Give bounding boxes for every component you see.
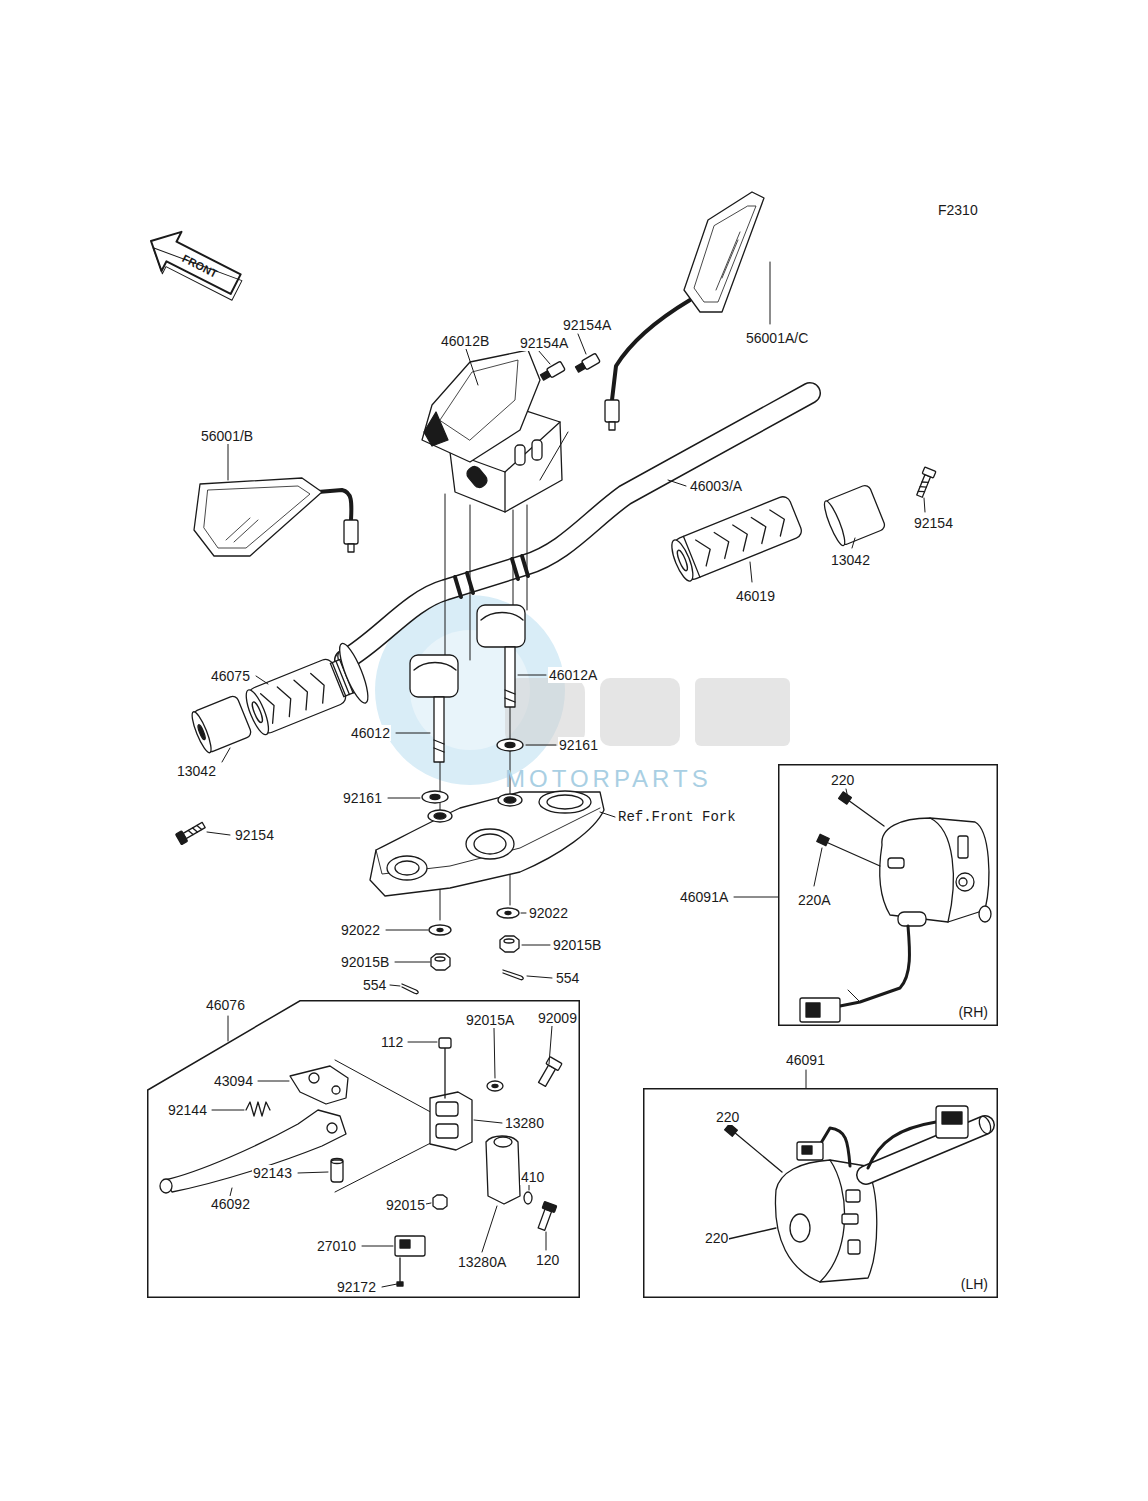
frame-border: [779, 765, 998, 1026]
fasteners: [402, 908, 523, 994]
steering-stem-clamp: [370, 791, 604, 896]
callout-number: 554: [555, 970, 580, 986]
callout-number: 46019: [735, 588, 776, 604]
callout-number: 92022: [528, 905, 569, 921]
callout-number: 92161: [558, 737, 599, 753]
callout-number: 46076: [206, 997, 245, 1013]
callout-number: 46091: [786, 1052, 825, 1068]
callout-number: 13042: [176, 763, 217, 779]
callout-number: 92154A: [562, 317, 612, 333]
frame-outline: [147, 1000, 580, 1298]
callout-number: 220: [715, 1109, 740, 1125]
watermark: MOTORPARTS: [505, 765, 712, 793]
callout-number: 92172: [336, 1279, 377, 1295]
watermark-logo: [375, 595, 790, 785]
callout-number: 120: [535, 1252, 560, 1268]
reference-note: Ref.Front Fork: [618, 809, 736, 825]
callout-number: 46092: [210, 1196, 251, 1212]
callout-number: 46012A: [548, 667, 598, 683]
leader-lines: [207, 262, 925, 1287]
callout-number: 92015B: [552, 937, 602, 953]
callout-number: 410: [520, 1169, 545, 1185]
lower-clamp: [410, 605, 525, 762]
callout-number: 92009: [537, 1010, 578, 1026]
callout-number: 46012B: [440, 333, 490, 349]
callout-number: 46091A: [680, 889, 728, 905]
screw: [914, 467, 936, 498]
switch-housing-left: [713, 1106, 993, 1282]
callout-number: 92015B: [340, 954, 390, 970]
callout-number: 92154A: [519, 335, 569, 351]
callout-number: 56001/B: [200, 428, 254, 444]
callout-number: 92015A: [465, 1012, 515, 1028]
assembly-frame: 46091(LH): [643, 1088, 998, 1298]
callout-number: 92154: [234, 827, 275, 843]
callout-number: 220: [704, 1230, 729, 1246]
callout-number: 46003/A: [689, 478, 743, 494]
callout-number: 220A: [797, 892, 832, 908]
callout-number: 56001A/C: [745, 330, 809, 346]
callout-number: 92143: [252, 1165, 293, 1181]
screw: [176, 820, 207, 845]
frame-border: [148, 1001, 580, 1298]
callout-number: 13280A: [457, 1254, 507, 1270]
grip-right: [668, 494, 804, 583]
callout-number: 92022: [340, 922, 381, 938]
frame-outline: [643, 1088, 998, 1298]
frame-border: [644, 1089, 998, 1298]
callout-number: 13280: [504, 1115, 545, 1131]
callout-number: 554: [362, 977, 387, 993]
mirror-right: [605, 192, 764, 430]
front-arrow: [140, 221, 249, 307]
callout-number: 112: [380, 1034, 404, 1050]
bar-end-weight: [189, 695, 253, 755]
callout-number: 27010: [316, 1238, 357, 1254]
callout-number: 13042: [830, 552, 871, 568]
callout-number: 92154: [913, 515, 954, 531]
side-note: (LH): [961, 1276, 988, 1292]
callout-number: 92015: [385, 1197, 426, 1213]
side-note: (RH): [958, 1004, 988, 1020]
mirror-left: [194, 478, 358, 556]
handlebar: [335, 393, 810, 672]
callout-number: 46075: [210, 668, 251, 684]
brake-lever-assembly: [160, 1038, 562, 1286]
bar-end-weight: [821, 484, 886, 548]
callout-number: 92161: [342, 790, 383, 806]
figure-code: F2310: [937, 202, 979, 218]
callout-number: 92144: [167, 1102, 208, 1118]
upper-clamp: [422, 350, 600, 512]
assembly-frame: 46076: [147, 1000, 580, 1298]
callout-number: 220: [830, 772, 855, 788]
callout-number: 43094: [213, 1073, 254, 1089]
callout-number: 46012: [350, 725, 391, 741]
